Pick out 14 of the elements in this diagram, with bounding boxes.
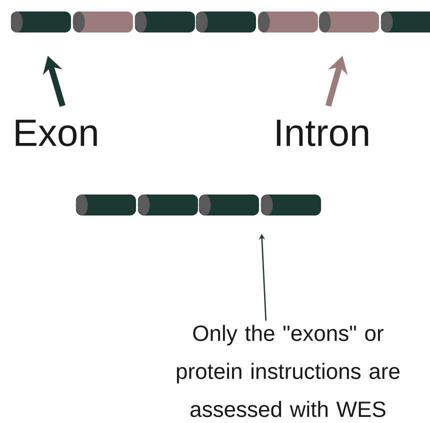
dna-segment [10, 12, 71, 32]
dna-segment [198, 194, 259, 216]
dna-segment [258, 12, 318, 32]
dna-segment [134, 12, 195, 32]
dna-segment [318, 12, 379, 32]
dna-segment [260, 194, 321, 216]
label-text: Intron [276, 120, 368, 146]
dna-segment [72, 12, 133, 32]
dna-segment [76, 194, 136, 216]
caption-text: Only the "exons" or protein instructions are assessed with WES [176, 324, 400, 418]
dna-segment [138, 194, 198, 216]
label-text: Exon [16, 120, 97, 146]
dna-segment [380, 12, 430, 32]
dna-segment [196, 12, 256, 32]
